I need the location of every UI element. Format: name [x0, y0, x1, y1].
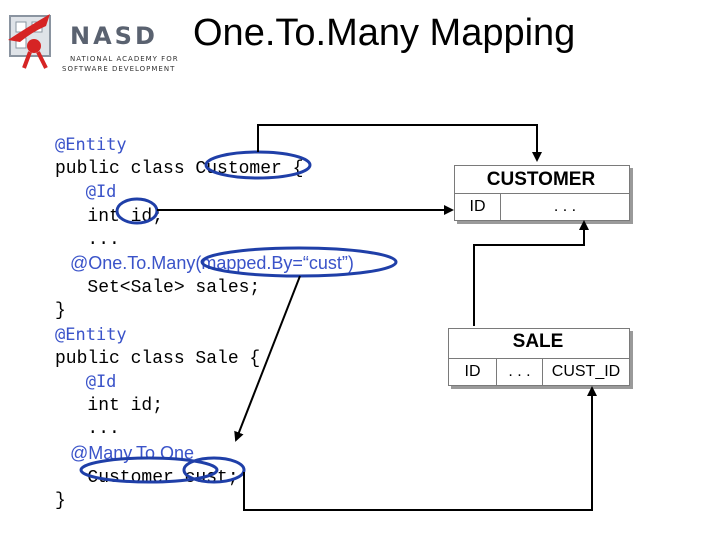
sale-col-id: ID: [449, 359, 497, 385]
code-line: ...: [55, 419, 120, 440]
logo-tagline-2: SOFTWARE DEVELOPMENT: [62, 65, 176, 73]
logo-emblem-icon: [8, 14, 51, 69]
logo-tagline-1: NATIONAL ACADEMY FOR: [70, 55, 179, 63]
code-line: Customer cust;: [55, 467, 239, 488]
code-line: }: [55, 491, 66, 512]
code-line: @Entity: [55, 135, 127, 155]
code-line: ...: [55, 229, 120, 250]
customer-table: ID . . .: [454, 193, 630, 221]
sale-table-title: SALE: [512, 331, 564, 352]
customer-table-title: CUSTOMER: [486, 169, 596, 190]
code-line: public class Customer {: [55, 159, 304, 180]
customer-table-header: [454, 165, 630, 194]
code-line: @Id: [55, 182, 117, 203]
customer-col-rest: . . .: [553, 198, 577, 215]
logo-word: NASD: [70, 22, 158, 50]
code-line: int id;: [55, 396, 164, 417]
code-line: Set<Sale> sales;: [55, 278, 261, 299]
code-line: int id;: [55, 206, 164, 227]
sale-col-cust-id: CUST_ID: [551, 363, 621, 380]
sale-table: ID . . . CUST_ID: [448, 358, 630, 386]
connector-sale-to-customer: [473, 220, 589, 326]
code-line: public class Sale {: [55, 348, 261, 369]
code-line: }: [55, 301, 66, 322]
sale-col-rest: . . .: [497, 359, 543, 385]
code-line: @One.To.Many(mapped.By=“cust”): [55, 253, 354, 274]
customer-col-id: ID: [455, 194, 501, 220]
code-line: @Entity: [55, 324, 127, 345]
code-block: @Entity public class Customer { @Id int …: [55, 134, 354, 513]
sale-table-header: [448, 328, 630, 359]
nasd-logo: NASD NATIONAL ACADEMY FOR SOFTWARE DEVEL…: [6, 10, 186, 73]
slide-title: One.To.Many Mapping: [193, 12, 576, 54]
code-line: @Many.To.One: [55, 442, 194, 463]
code-line: @Id: [55, 372, 117, 393]
